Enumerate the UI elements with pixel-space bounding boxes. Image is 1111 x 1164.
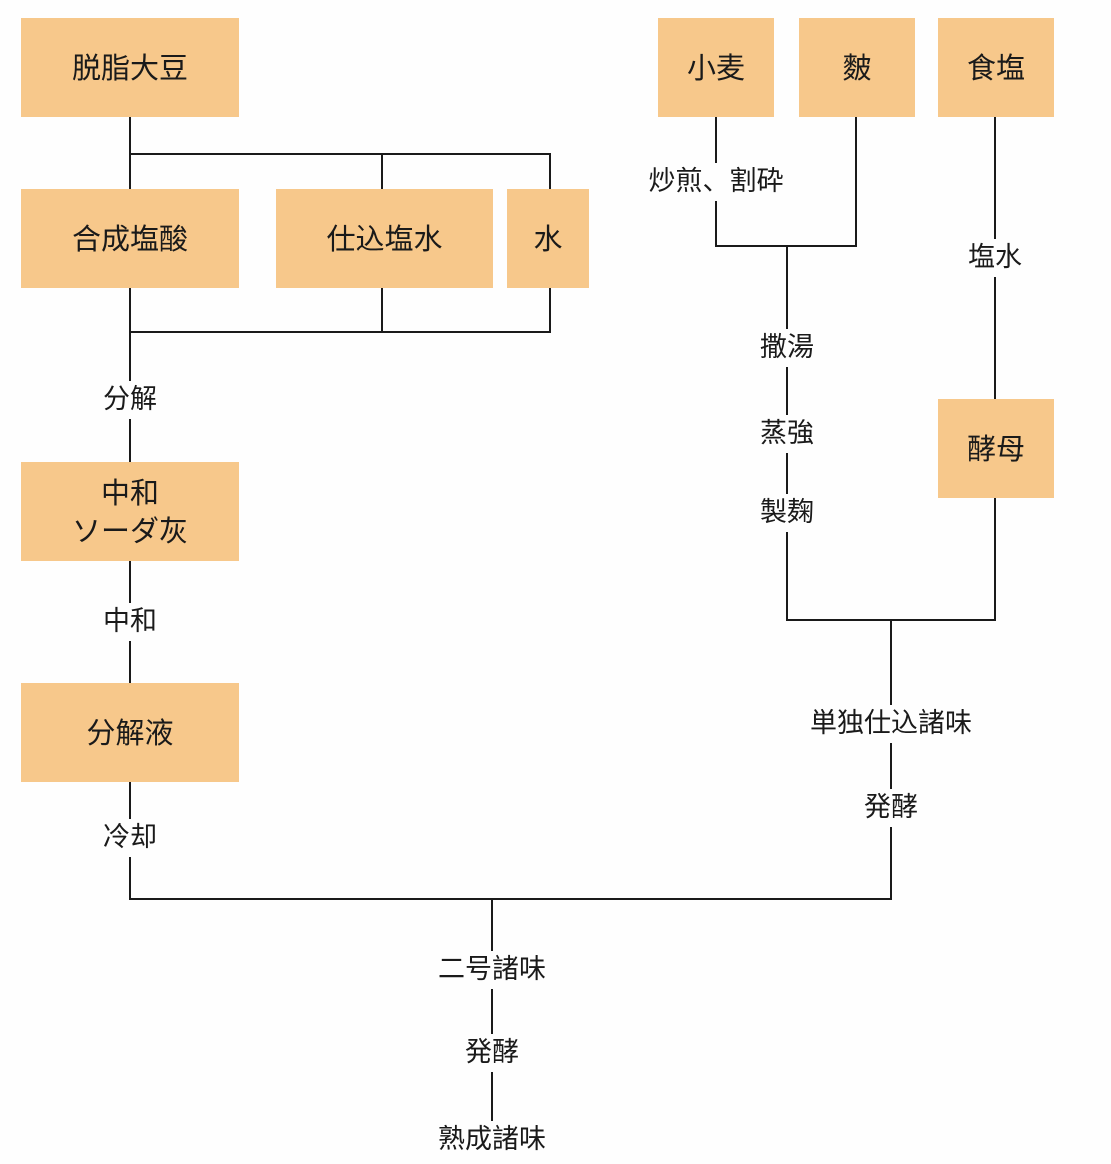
label-fermentation-bottom: 発酵 [465,1034,519,1072]
box-label: 水 [533,221,563,256]
box-salt: 食塩 [938,18,1054,117]
connector-line [855,116,857,247]
box-label: 酵母 [966,431,1025,466]
connector-line [129,898,892,900]
label-sprinkle-water: 撒湯 [760,329,814,367]
box-label-line1: 中和 [100,475,159,510]
connector-line [129,331,551,333]
label-single-moromi: 単独仕込諸味 [810,705,972,743]
box-defatted-soybean: 脱脂大豆 [21,18,239,117]
box-label: 合成塩酸 [71,221,188,256]
label-koji-making: 製麹 [760,494,814,532]
box-label-line2: ソーダ灰 [71,513,188,548]
connector-line [491,898,493,1143]
label-decomposition: 分解 [103,381,157,419]
connector-line [129,153,551,155]
label-aged-moromi: 熟成諸味 [438,1121,546,1159]
box-wheat: 小麦 [658,18,774,117]
label-second-moromi: 二号諸味 [438,951,546,989]
connector-line [381,153,383,190]
box-hydrochloric-acid: 合成塩酸 [21,189,239,288]
box-neutralizer: 中和 ソーダ灰 [21,462,239,561]
box-label: 仕込塩水 [326,221,443,256]
label-fermentation-right: 発酵 [864,789,918,827]
box-label: 小麦 [686,50,745,85]
connector-line [129,288,131,462]
box-label: 麬 [842,50,872,85]
connector-line [549,288,551,332]
box-yeast: 酵母 [938,399,1054,498]
box-label: 分解液 [86,715,174,750]
label-steaming: 蒸強 [760,415,814,453]
label-cooling: 冷却 [103,819,157,857]
box-bran: 麬 [799,18,915,117]
connector-line [549,153,551,190]
box-brine: 仕込塩水 [276,189,493,288]
box-hydrolysate: 分解液 [21,683,239,782]
connector-line [890,619,892,900]
connector-line [381,288,383,332]
box-water: 水 [507,189,589,288]
box-label: 脱脂大豆 [71,50,188,85]
label-salt-water: 塩水 [968,239,1022,277]
label-roast-crush: 炒煎、割砕 [648,163,784,201]
box-label: 食塩 [966,50,1025,85]
connector-line [994,498,996,621]
label-neutralization: 中和 [103,603,157,641]
